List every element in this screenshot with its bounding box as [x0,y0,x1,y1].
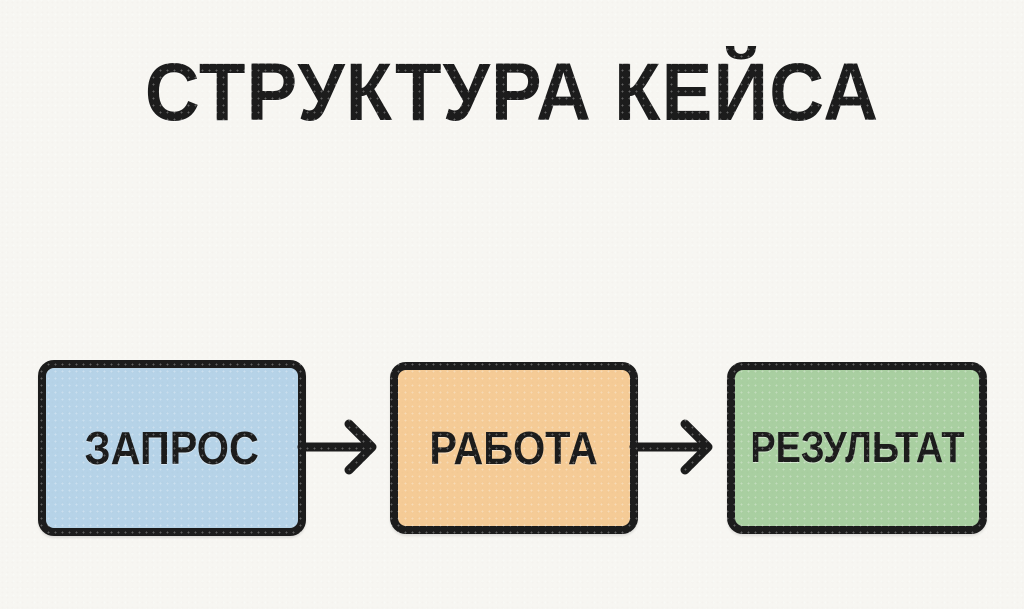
flow-step-zapros[interactable]: ЗАПРОС [38,360,306,536]
flow-step-label: РАБОТА [429,422,599,474]
arrow-right-icon [297,415,396,479]
flow-step-rezultat[interactable]: РЕЗУЛЬТАТ [727,362,987,534]
flow-step-label: ЗАПРОС [84,422,260,474]
arrow-right-icon [629,415,732,479]
page-title: СТРУКТУРА КЕЙСА [144,47,880,138]
flow-step-rabota[interactable]: РАБОТА [390,362,638,534]
flow-step-label: РЕЗУЛЬТАТ [749,423,965,472]
